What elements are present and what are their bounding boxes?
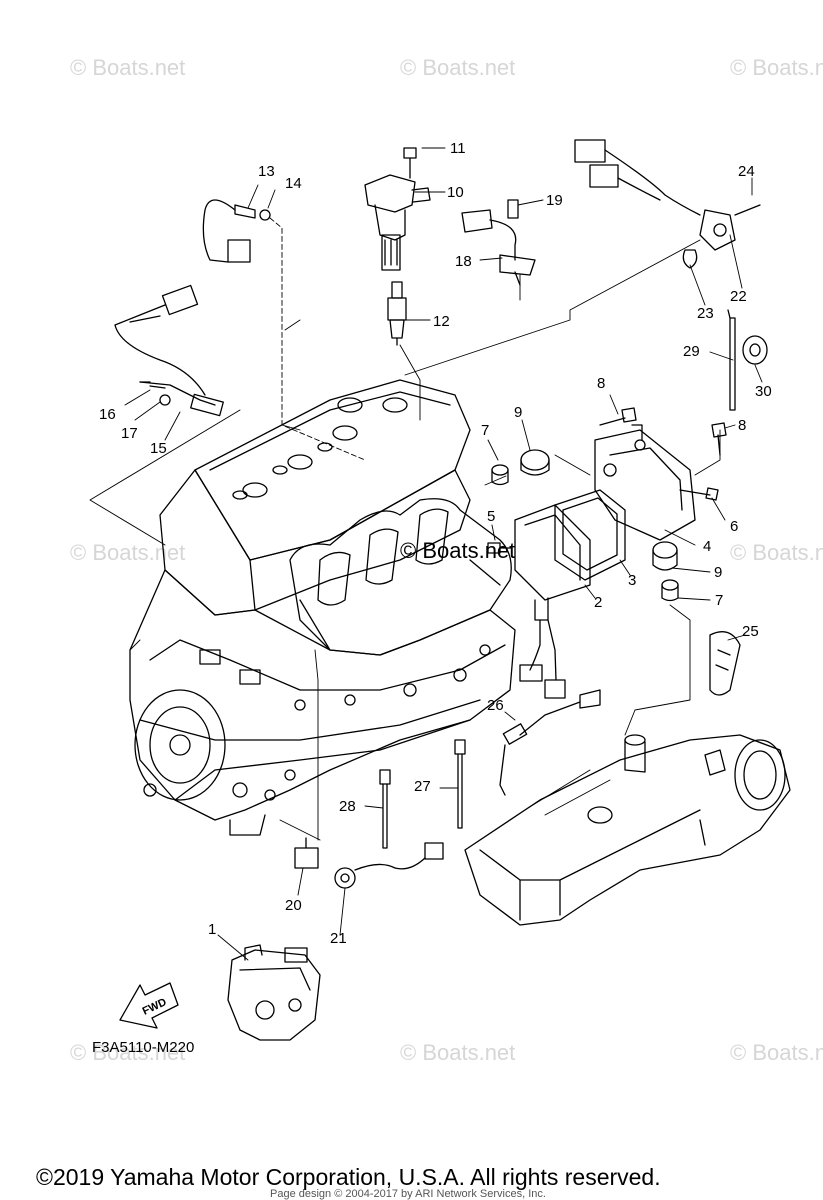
callout-22: 22 (730, 288, 747, 305)
callout-12: 12 (433, 313, 450, 330)
figure-code: F3A5110-M220 (92, 1039, 195, 1056)
watermark: © Boats.net (730, 1040, 823, 1065)
watermark: © Boats.net (400, 1040, 516, 1065)
watermark: © Boats.net (70, 540, 186, 565)
callout-7b: 7 (715, 592, 724, 609)
throttle-body-1-drawing (227, 944, 321, 1041)
callout-25: 25 (742, 623, 759, 640)
callout-4: 4 (703, 538, 712, 555)
sensor-13-drawing (202, 199, 271, 263)
engine-block-drawing (129, 379, 516, 836)
ignition-coil-drawing (364, 174, 431, 271)
callout-24: 24 (738, 163, 755, 180)
callout-3: 3 (628, 572, 637, 589)
callout-5: 5 (487, 508, 496, 525)
grommet-30-drawing (742, 335, 768, 365)
callout-20: 20 (285, 897, 302, 914)
callout-10: 10 (447, 184, 464, 201)
callout-28: 28 (339, 798, 356, 815)
callout-23: 23 (697, 305, 714, 322)
harness-22-drawing (574, 139, 761, 269)
callout-29: 29 (683, 343, 700, 360)
watermark: © Boats.net (400, 55, 516, 80)
callout-1: 1 (208, 921, 217, 938)
callout-6: 6 (730, 518, 739, 535)
watermark: © Boats.net (70, 55, 186, 80)
sensor-26-drawing (499, 689, 601, 796)
bolt-5-drawing (487, 542, 513, 554)
copyright-notice: ©2019 Yamaha Motor Corporation, U.S.A. A… (36, 1164, 661, 1190)
callout-8a: 8 (597, 375, 606, 392)
watermark: © Boats.net (730, 540, 823, 565)
sensor-15-drawing (114, 284, 224, 417)
sensor-20-drawing (294, 837, 319, 869)
tie-27-drawing (454, 739, 466, 829)
callout-9b: 9 (714, 564, 723, 581)
callout-8b: 8 (738, 417, 747, 434)
bolt-6-drawing (679, 487, 719, 501)
gasket-3-drawing (554, 489, 626, 581)
grommet-9a-drawing (520, 449, 550, 476)
fwd-arrow-icon (119, 982, 179, 1029)
callout-18: 18 (455, 253, 472, 270)
callout-27: 27 (414, 778, 431, 795)
callout-16: 16 (99, 406, 116, 423)
sensor-18-drawing (461, 199, 536, 286)
ecm-2-drawing (514, 504, 591, 621)
intake-manifold-drawing (464, 734, 791, 926)
collar-7b-drawing (661, 579, 679, 602)
grommet-9b-drawing (652, 541, 678, 571)
callout-14: 14 (285, 175, 302, 192)
callout-13: 13 (258, 163, 275, 180)
callout-9a: 9 (514, 404, 523, 421)
callout-30: 30 (755, 383, 772, 400)
bracket-4-drawing (594, 424, 696, 541)
coil-bolt-drawing (403, 147, 417, 179)
knock-sensor-21-drawing (334, 842, 444, 889)
collar-7a-drawing (491, 464, 509, 486)
center-watermark: © Boats.net (400, 538, 516, 563)
tie-29-drawing (727, 309, 736, 411)
callout-2: 2 (594, 594, 603, 611)
bolt-8a-drawing (599, 407, 637, 426)
callout-7a: 7 (481, 422, 490, 439)
callout-26: 26 (487, 697, 504, 714)
fwd-label: FWD (141, 996, 169, 1017)
callout-21: 21 (330, 930, 347, 947)
watermark: © Boats.net (730, 55, 823, 80)
tie-28-drawing (379, 769, 391, 849)
callout-17: 17 (121, 425, 138, 442)
page-design-credit: Page design © 2004-2017 by ARI Network S… (270, 1188, 546, 1200)
bolt-8b-drawing (711, 422, 727, 456)
callout-15: 15 (150, 440, 167, 457)
watermark: © Boats.net (70, 1040, 186, 1065)
callout-19: 19 (546, 192, 563, 209)
spark-plug-drawing (387, 281, 407, 346)
callout-11: 11 (450, 140, 466, 157)
clamp-25-drawing (709, 631, 741, 696)
ecm-harness-drawing (519, 619, 566, 699)
